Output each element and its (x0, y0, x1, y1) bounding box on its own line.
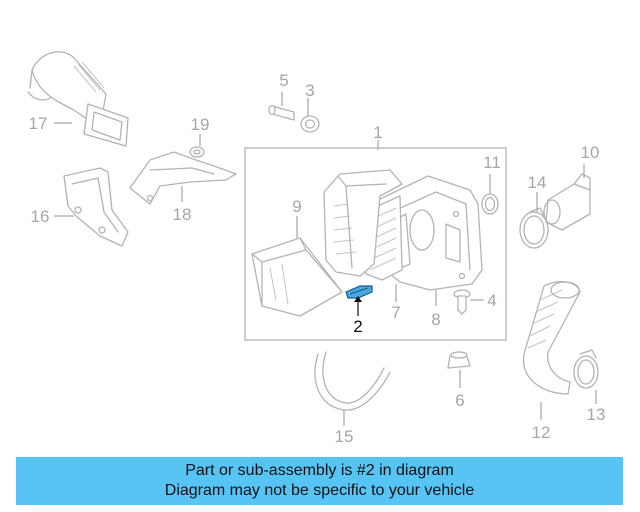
part-3-grommet (300, 115, 320, 133)
parts-diagram: 1 5 3 19 17 16 18 9 7 8 4 11 10 14 6 12 … (27, 51, 606, 446)
part-9-air-duct (251, 237, 343, 317)
callout-1: 1 (373, 123, 382, 142)
banner-line-2: Diagram may not be specific to your vehi… (164, 482, 475, 499)
part-6-mount (447, 351, 471, 369)
callout-7: 7 (391, 303, 400, 322)
info-banner: Part or sub-assembly is #2 in diagram Di… (16, 457, 623, 505)
callout-15: 15 (335, 427, 354, 446)
part-17-intake-duct (27, 51, 129, 147)
callout-2: 2 (353, 317, 362, 336)
part-12-intake-hose (523, 281, 581, 395)
part-4-bolt (453, 289, 471, 315)
callout-14: 14 (528, 173, 547, 192)
part-16-bracket (63, 167, 129, 247)
callout-6: 6 (455, 391, 464, 410)
callout-9: 9 (292, 197, 301, 216)
callout-13: 13 (587, 405, 606, 424)
part-15-weatherstrip (314, 351, 391, 411)
part-19-grommet (189, 146, 205, 158)
callout-8: 8 (431, 310, 440, 329)
part-14-hose-clamp (519, 207, 549, 249)
part-10-air-flow-meter (543, 173, 591, 231)
callout-16: 16 (31, 207, 50, 226)
part-8-housing-lower (377, 175, 483, 291)
callout-10: 10 (581, 143, 600, 162)
part-11-seal (481, 193, 499, 215)
callout-17: 17 (29, 114, 48, 133)
banner-line-1: Part or sub-assembly is #2 in diagram (185, 462, 454, 479)
part-5-pin (268, 104, 295, 121)
leader-lines (54, 92, 597, 426)
callout-12: 12 (532, 423, 551, 442)
part-18-heat-shield (129, 151, 237, 205)
callout-19: 19 (191, 115, 210, 134)
assembly-box (244, 147, 507, 341)
part-2-clip[interactable] (345, 285, 373, 299)
callout-4: 4 (487, 291, 496, 310)
callouts: 1 5 3 19 17 16 18 9 7 8 4 11 10 14 6 12 … (29, 71, 606, 446)
callout-11: 11 (483, 153, 501, 172)
callout-3: 3 (305, 81, 314, 100)
callout-18: 18 (173, 205, 192, 224)
callout-5: 5 (279, 71, 288, 90)
part-1-housing-upper (323, 169, 403, 277)
part-13-hose-clamp (573, 349, 599, 389)
